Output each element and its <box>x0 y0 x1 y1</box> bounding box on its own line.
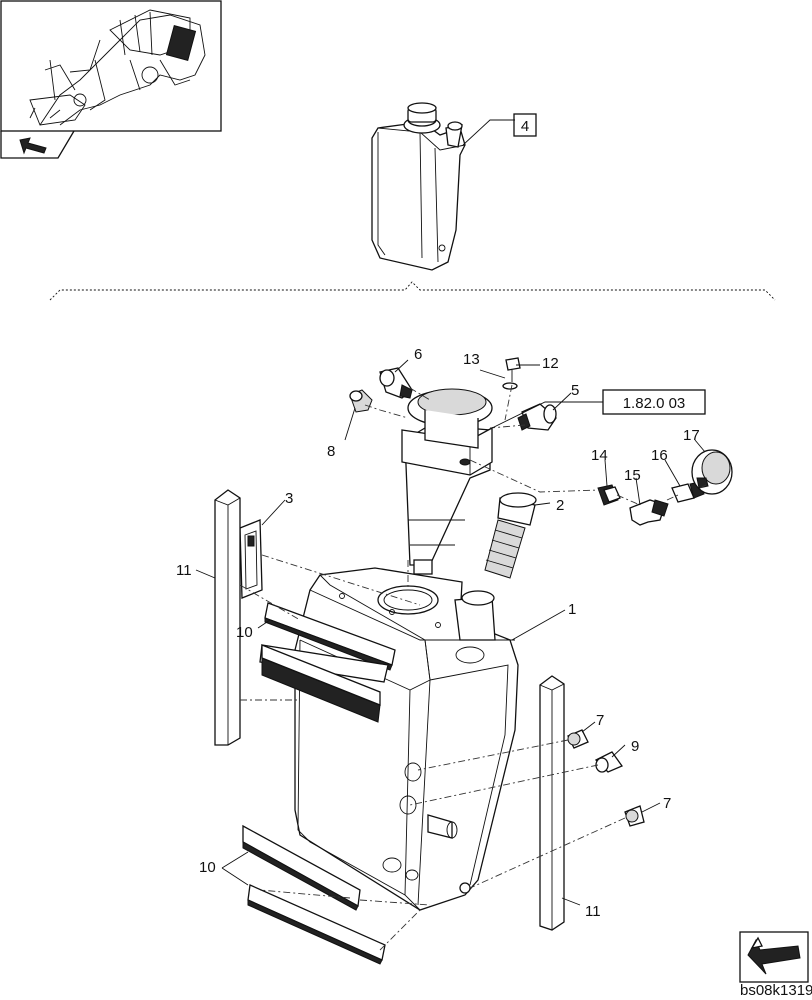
callout-16: 16 <box>651 447 668 464</box>
callout-7-lower: 7 <box>663 795 671 812</box>
callout-10-lower: 10 <box>199 859 216 876</box>
reference-box[interactable]: 1.82.0 03 <box>602 389 706 415</box>
callout-4: 4 <box>521 118 529 135</box>
reference-label: 1.82.0 03 <box>623 395 686 412</box>
pressure-gauge-17 <box>691 449 733 495</box>
adapter-14 <box>597 484 621 506</box>
union-9 <box>594 751 623 773</box>
plug-7-upper <box>567 729 589 749</box>
callout-7-upper: 7 <box>596 712 604 729</box>
callout-2: 2 <box>556 497 564 514</box>
callout-5: 5 <box>571 382 579 399</box>
leader-lines <box>195 359 706 906</box>
callout-8: 8 <box>327 443 335 460</box>
screw-12 <box>505 357 521 382</box>
callout-15: 15 <box>624 467 641 484</box>
hydraulic-tank-overview <box>371 102 515 271</box>
seal-strip-right-vertical <box>539 675 565 931</box>
callout-11-upper: 11 <box>176 562 192 579</box>
seal-strips-lower <box>242 824 386 965</box>
assembly-lines <box>239 384 707 951</box>
overview-callout-box: 4 <box>513 113 537 137</box>
callout-9: 9 <box>631 738 639 755</box>
callout-1: 1 <box>568 601 576 618</box>
callout-13: 13 <box>463 351 480 368</box>
section-divider <box>49 281 776 301</box>
seal-strip-left-vertical <box>214 489 241 746</box>
strainer-2 <box>484 492 537 579</box>
figure-code: bs08k1319 <box>740 982 812 999</box>
callout-labels: 6 13 12 5 8 14 15 16 17 2 3 11 1 10 7 9 … <box>176 346 700 920</box>
callout-14: 14 <box>591 447 608 464</box>
hydraulic-tank <box>294 567 519 911</box>
tractor-overview-thumbnail <box>0 0 222 132</box>
callout-3: 3 <box>285 490 293 507</box>
forward-arrow-icon[interactable] <box>739 931 809 983</box>
back-arrow-icon[interactable] <box>0 130 75 159</box>
elbow-15 <box>629 499 669 526</box>
sight-gauge <box>239 519 263 599</box>
union-5 <box>517 403 557 431</box>
plug-8 <box>349 389 373 413</box>
washer-13 <box>502 382 518 390</box>
seal-strips-upper <box>259 602 396 723</box>
filler-filter-assembly <box>401 388 493 575</box>
union-6 <box>379 367 413 399</box>
callout-11-lower: 11 <box>585 903 601 920</box>
plug-7-lower <box>624 805 645 827</box>
callout-17: 17 <box>683 427 700 444</box>
callout-6: 6 <box>414 346 422 363</box>
callout-12: 12 <box>542 355 559 372</box>
callout-10-upper: 10 <box>236 624 253 641</box>
